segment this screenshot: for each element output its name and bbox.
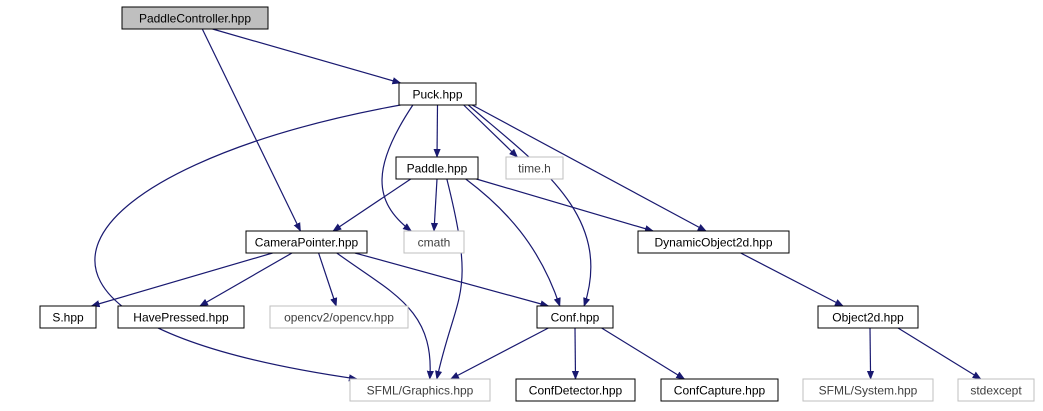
edge-camerapointer-to-havepressed	[199, 252, 293, 307]
node-box-havepressed	[117, 305, 245, 329]
node-box-sfmlgraphics	[349, 378, 491, 402]
edge-paddle-to-camerapointer	[332, 178, 412, 232]
edge-conf-to-sfmlgraphics	[450, 327, 549, 380]
node-box-paddle	[395, 156, 479, 180]
node-box-confcapture	[660, 378, 779, 402]
edge-paddle-to-conf	[465, 178, 561, 307]
edge-puck-to-paddle	[433, 104, 441, 158]
node-box-paddlecontroller	[121, 6, 269, 30]
node-box-camerapointer	[245, 230, 368, 254]
node-dynamicobject2d[interactable]: DynamicObject2d.hpp	[637, 230, 790, 254]
node-puck[interactable]: Puck.hpp	[398, 82, 477, 106]
edge-puck-to-conf	[467, 104, 592, 307]
node-label-havepressed: HavePressed.hpp	[133, 311, 229, 325]
edge-camerapointer-to-opencv	[318, 252, 338, 307]
node-sfmlgraphics: SFML/Graphics.hpp	[349, 378, 491, 402]
node-s[interactable]: S.hpp	[39, 305, 97, 329]
node-label-sfmlsystem: SFML/System.hpp	[819, 384, 918, 398]
node-paddlecontroller[interactable]: PaddleController.hpp	[121, 6, 269, 30]
node-cmath: cmath	[403, 230, 465, 254]
node-sfmlsystem: SFML/System.hpp	[802, 378, 934, 402]
node-box-sfmlsystem	[802, 378, 934, 402]
edge-paddle-to-cmath	[430, 178, 439, 232]
edge-puck-to-time	[463, 104, 519, 158]
node-label-time: time.h	[518, 162, 551, 176]
node-label-opencv: opencv2/opencv.hpp	[284, 311, 394, 325]
edge-paddlecontroller-to-puck	[212, 28, 402, 85]
node-box-object2d	[817, 305, 919, 329]
node-box-s	[39, 305, 97, 329]
node-label-conf: Conf.hpp	[551, 311, 600, 325]
edge-puck-to-dynamicobject2d	[471, 104, 707, 232]
edge-puck-to-sfmlgraphics	[94, 104, 401, 382]
edge-object2d-to-sfmlsystem	[866, 327, 875, 380]
node-label-stdexcept: stdexcept	[970, 384, 1022, 398]
node-label-sfmlgraphics: SFML/Graphics.hpp	[367, 384, 474, 398]
node-box-time	[505, 156, 564, 180]
node-opencv: opencv2/opencv.hpp	[269, 305, 409, 329]
node-label-confdetector: ConfDetector.hpp	[529, 384, 623, 398]
edge-paddle-to-sfmlgraphics	[435, 178, 463, 380]
edge-conf-to-confcapture	[601, 327, 686, 380]
node-object2d[interactable]: Object2d.hpp	[817, 305, 919, 329]
edge-camerapointer-to-sfmlgraphics	[336, 252, 434, 380]
node-label-cmath: cmath	[418, 236, 451, 250]
edge-puck-to-cmath	[381, 104, 414, 232]
node-confcapture[interactable]: ConfCapture.hpp	[660, 378, 779, 402]
edge-paddle-to-dynamicobject2d	[476, 178, 654, 233]
node-time: time.h	[505, 156, 564, 180]
node-box-stdexcept	[957, 378, 1035, 402]
node-label-paddlecontroller: PaddleController.hpp	[139, 12, 251, 26]
edge-paddlecontroller-to-camerapointer	[201, 28, 301, 232]
node-box-puck	[398, 82, 477, 106]
node-label-camerapointer: CameraPointer.hpp	[255, 236, 359, 250]
node-box-confdetector	[515, 378, 636, 402]
edges-layer	[90, 28, 982, 382]
node-label-paddle: Paddle.hpp	[407, 162, 468, 176]
node-conf[interactable]: Conf.hpp	[536, 305, 614, 329]
node-camerapointer[interactable]: CameraPointer.hpp	[245, 230, 368, 254]
edge-conf-to-confdetector	[571, 327, 580, 380]
edge-camerapointer-to-conf	[354, 252, 550, 308]
node-confdetector[interactable]: ConfDetector.hpp	[515, 378, 636, 402]
node-stdexcept: stdexcept	[957, 378, 1035, 402]
node-label-confcapture: ConfCapture.hpp	[674, 384, 766, 398]
node-box-cmath	[403, 230, 465, 254]
node-label-dynamicobject2d: DynamicObject2d.hpp	[654, 236, 772, 250]
edge-camerapointer-to-s	[90, 252, 273, 308]
node-box-dynamicobject2d	[637, 230, 790, 254]
edge-object2d-to-stdexcept	[897, 327, 982, 380]
node-box-opencv	[269, 305, 409, 329]
node-label-s: S.hpp	[52, 311, 84, 325]
edge-dynamicobject2d-to-object2d	[740, 252, 844, 307]
node-label-puck: Puck.hpp	[412, 88, 462, 102]
node-havepressed[interactable]: HavePressed.hpp	[117, 305, 245, 329]
node-paddle[interactable]: Paddle.hpp	[395, 156, 479, 180]
node-label-object2d: Object2d.hpp	[832, 311, 904, 325]
node-box-conf	[536, 305, 614, 329]
